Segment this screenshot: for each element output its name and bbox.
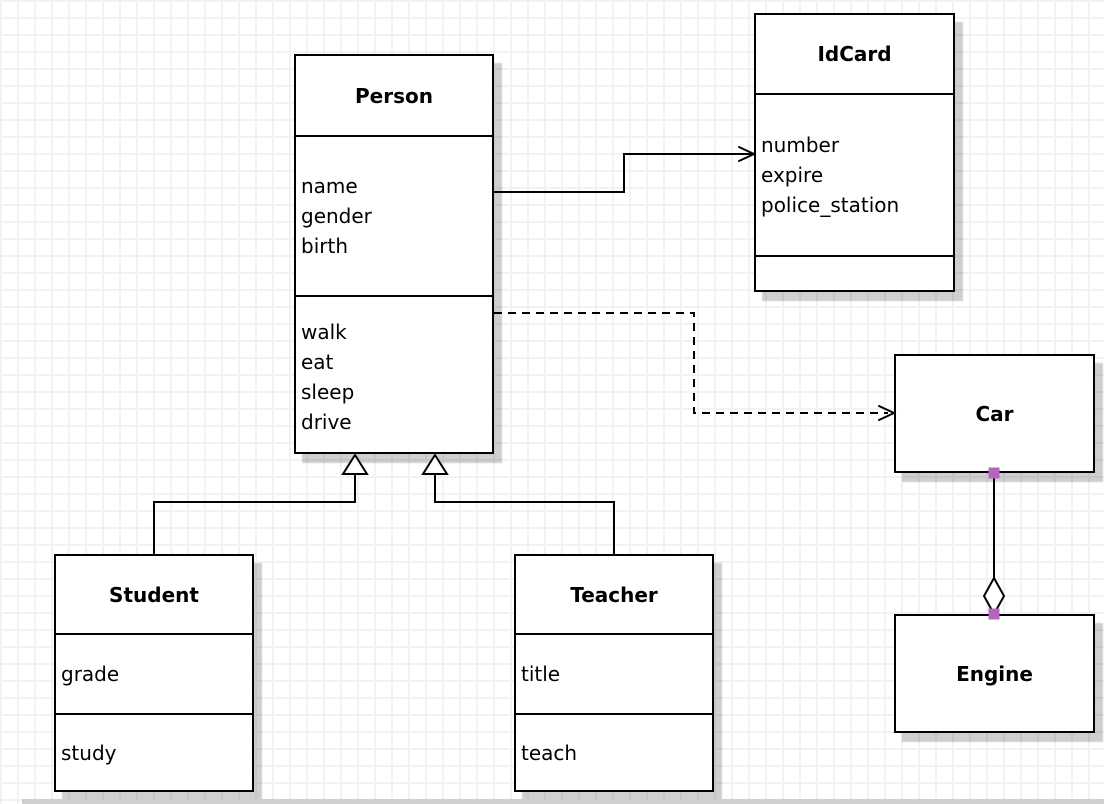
hollow-triangle-icon bbox=[341, 453, 369, 475]
method: study bbox=[61, 740, 117, 765]
method: walk bbox=[301, 319, 347, 344]
attribute: birth bbox=[301, 234, 348, 258]
class-idcard[interactable]: IdCard number expire police_station bbox=[754, 13, 955, 292]
canvas-bottom-edge bbox=[22, 799, 1104, 804]
class-idcard-attributes: number expire police_station bbox=[756, 93, 953, 255]
attribute: gender bbox=[301, 204, 372, 228]
method: eat bbox=[301, 349, 334, 374]
connector-person-idcard-association[interactable] bbox=[494, 146, 757, 193]
open-arrowhead-icon bbox=[878, 405, 897, 421]
class-student-title: Student bbox=[109, 582, 199, 607]
method: sleep bbox=[301, 379, 355, 404]
hollow-triangle-icon bbox=[421, 453, 449, 475]
class-person[interactable]: Person name gender birth walk eat sleep … bbox=[294, 54, 494, 454]
attribute: name bbox=[301, 174, 358, 198]
open-arrowhead-icon bbox=[738, 146, 757, 162]
attribute: police_station bbox=[761, 193, 900, 217]
class-engine[interactable]: Engine bbox=[894, 614, 1095, 733]
attribute: title bbox=[521, 662, 561, 686]
connector-teacher-person-inheritance[interactable] bbox=[421, 453, 615, 554]
class-engine-title: Engine bbox=[956, 661, 1033, 686]
method: teach bbox=[521, 740, 578, 765]
class-idcard-methods bbox=[756, 255, 953, 290]
class-idcard-title: IdCard bbox=[817, 42, 892, 66]
connector-person-car-dependency[interactable] bbox=[494, 312, 897, 421]
class-student-methods: study bbox=[56, 713, 252, 790]
class-person-title: Person bbox=[355, 83, 433, 108]
attribute: grade bbox=[61, 662, 120, 686]
connector-car-engine-aggregation[interactable] bbox=[982, 467, 1006, 620]
class-teacher[interactable]: Teacher title teach bbox=[514, 554, 714, 792]
class-car-title: Car bbox=[975, 401, 1014, 426]
class-person-attributes: name gender birth bbox=[296, 135, 492, 295]
attribute: number bbox=[761, 133, 840, 157]
endpoint-handle[interactable] bbox=[988, 608, 1000, 620]
class-teacher-attributes: title bbox=[516, 633, 712, 713]
class-student[interactable]: Student grade study bbox=[54, 554, 254, 792]
class-student-attributes: grade bbox=[56, 633, 252, 713]
class-teacher-title: Teacher bbox=[570, 582, 658, 607]
class-person-methods: walk eat sleep drive bbox=[296, 295, 492, 456]
endpoint-handle[interactable] bbox=[988, 467, 1000, 479]
attribute: expire bbox=[761, 163, 824, 187]
connector-student-person-inheritance[interactable] bbox=[153, 453, 369, 554]
class-teacher-methods: teach bbox=[516, 713, 712, 790]
method: drive bbox=[301, 409, 352, 434]
